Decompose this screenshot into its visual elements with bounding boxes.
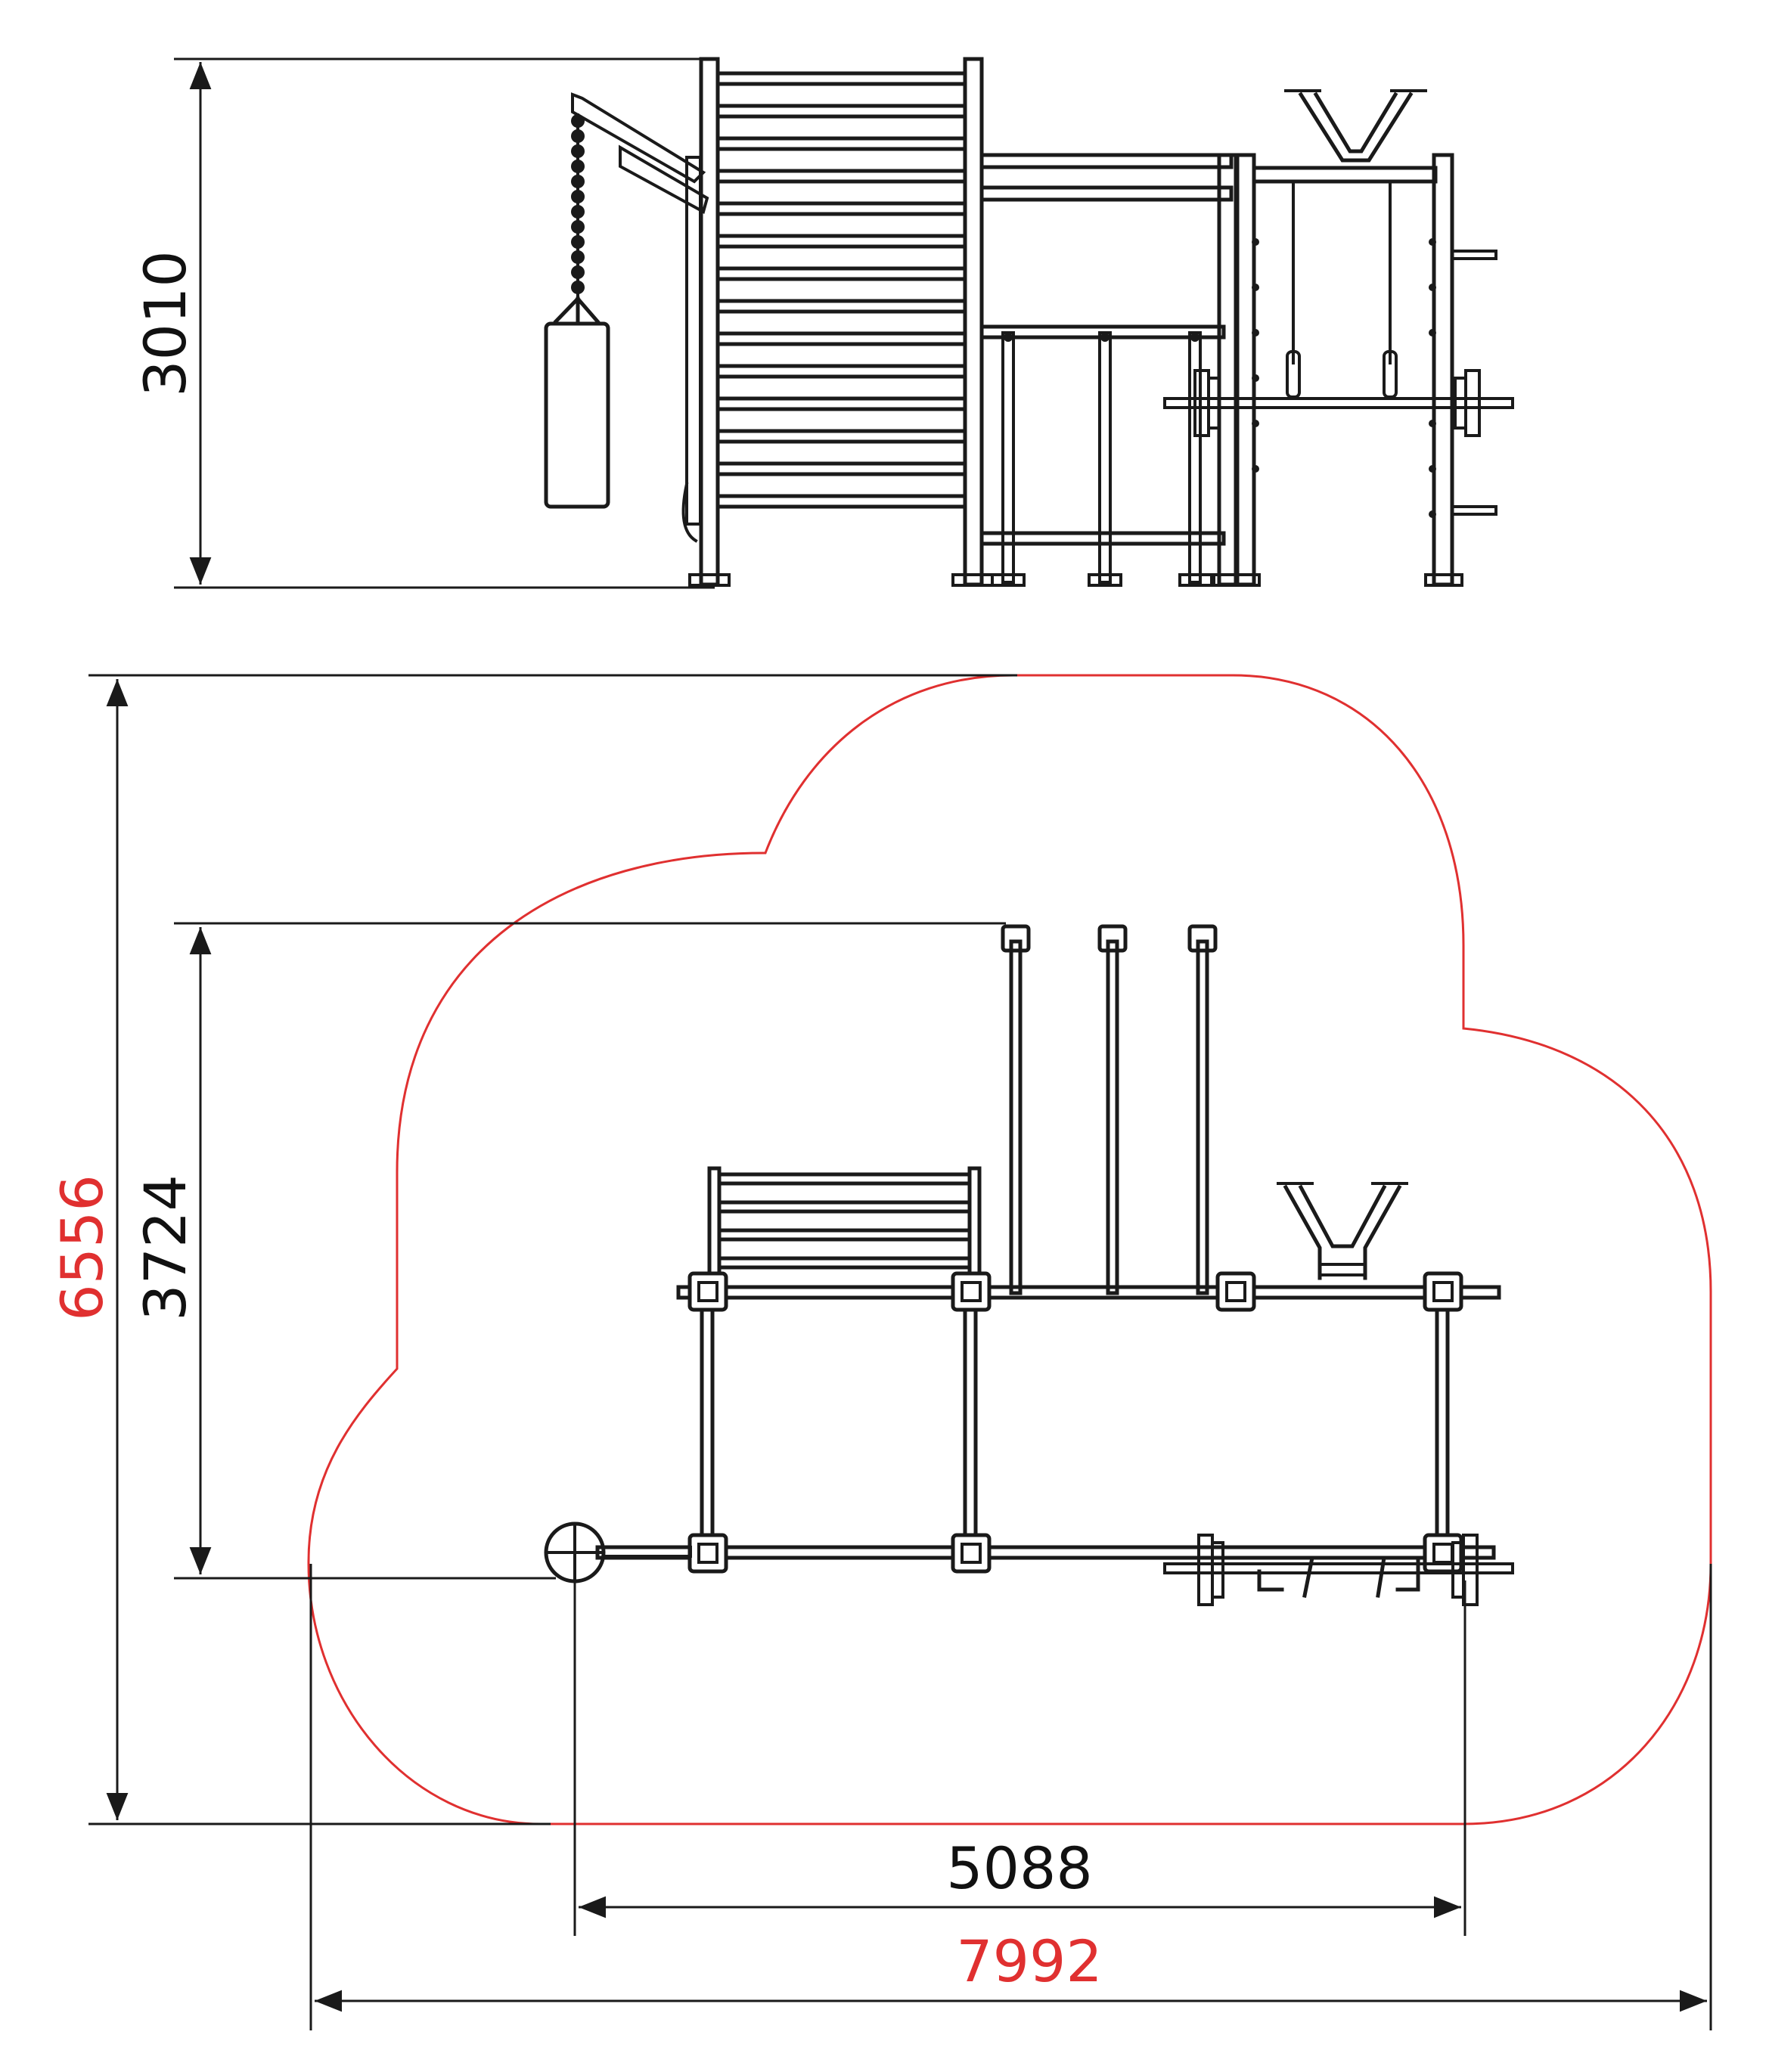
equipment-width-label: 5088 xyxy=(946,1835,1092,1902)
middle-frame xyxy=(979,153,1261,587)
wall-bars-tower xyxy=(681,57,994,587)
zone-width-label: 7992 xyxy=(956,1928,1102,1995)
plan-view: 6556 3724 5088 7992 xyxy=(48,674,1712,2030)
elevation-height-label: 3010 xyxy=(132,250,199,396)
squat-rack xyxy=(1163,89,1514,587)
plan-barbell xyxy=(1163,1534,1514,1606)
zone-depth-label: 6556 xyxy=(48,1174,116,1320)
plan-punching-bag xyxy=(544,1521,692,1583)
equipment-depth-label: 3724 xyxy=(132,1174,199,1320)
plan-v-holder xyxy=(1277,1182,1408,1280)
punching-bag xyxy=(544,92,709,509)
plan-wall-bars xyxy=(707,1166,982,1295)
elevation-view: 3010 xyxy=(132,57,1514,589)
plan-frame xyxy=(595,1271,1501,1574)
safety-zone-outline xyxy=(307,674,1712,1825)
plan-dip-bars xyxy=(1001,924,1218,1295)
